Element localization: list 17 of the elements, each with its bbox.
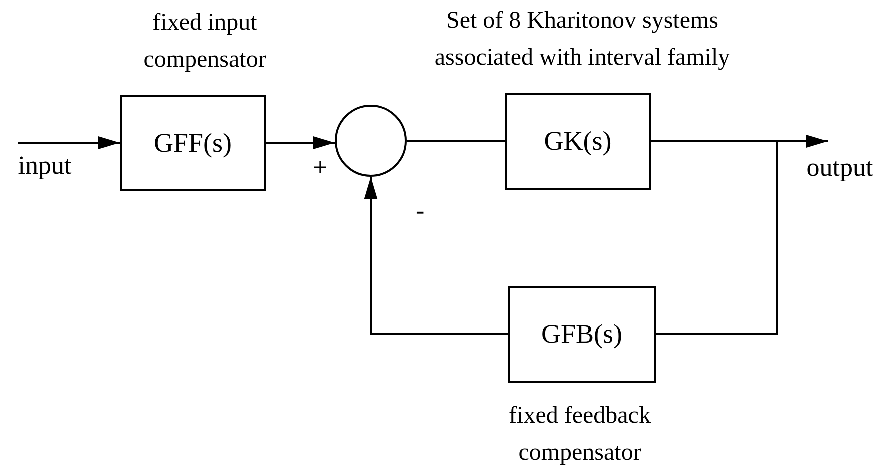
block-caption: fixed input compensator <box>142 9 268 75</box>
signal-label: input <box>6 148 84 184</box>
transfer-function-block <box>508 286 656 383</box>
block-caption: fixed feedback compensator <box>508 402 652 468</box>
sign-label: - <box>416 196 425 226</box>
block-label: GK(s) <box>544 126 612 157</box>
signal-arrow <box>364 177 508 336</box>
sign-label: + <box>313 153 328 183</box>
transfer-function-block <box>505 93 651 190</box>
transfer-function-block <box>120 95 266 191</box>
block-caption: Set of 8 Kharitonov systems associated with interval family <box>434 7 732 73</box>
signal-label: output <box>798 150 882 186</box>
block-label: GFF(s) <box>154 128 232 158</box>
signal-arrow <box>266 136 335 150</box>
signal-arrow <box>18 136 120 150</box>
block-label: GFB(s) <box>541 319 622 350</box>
signal-line <box>407 140 505 142</box>
